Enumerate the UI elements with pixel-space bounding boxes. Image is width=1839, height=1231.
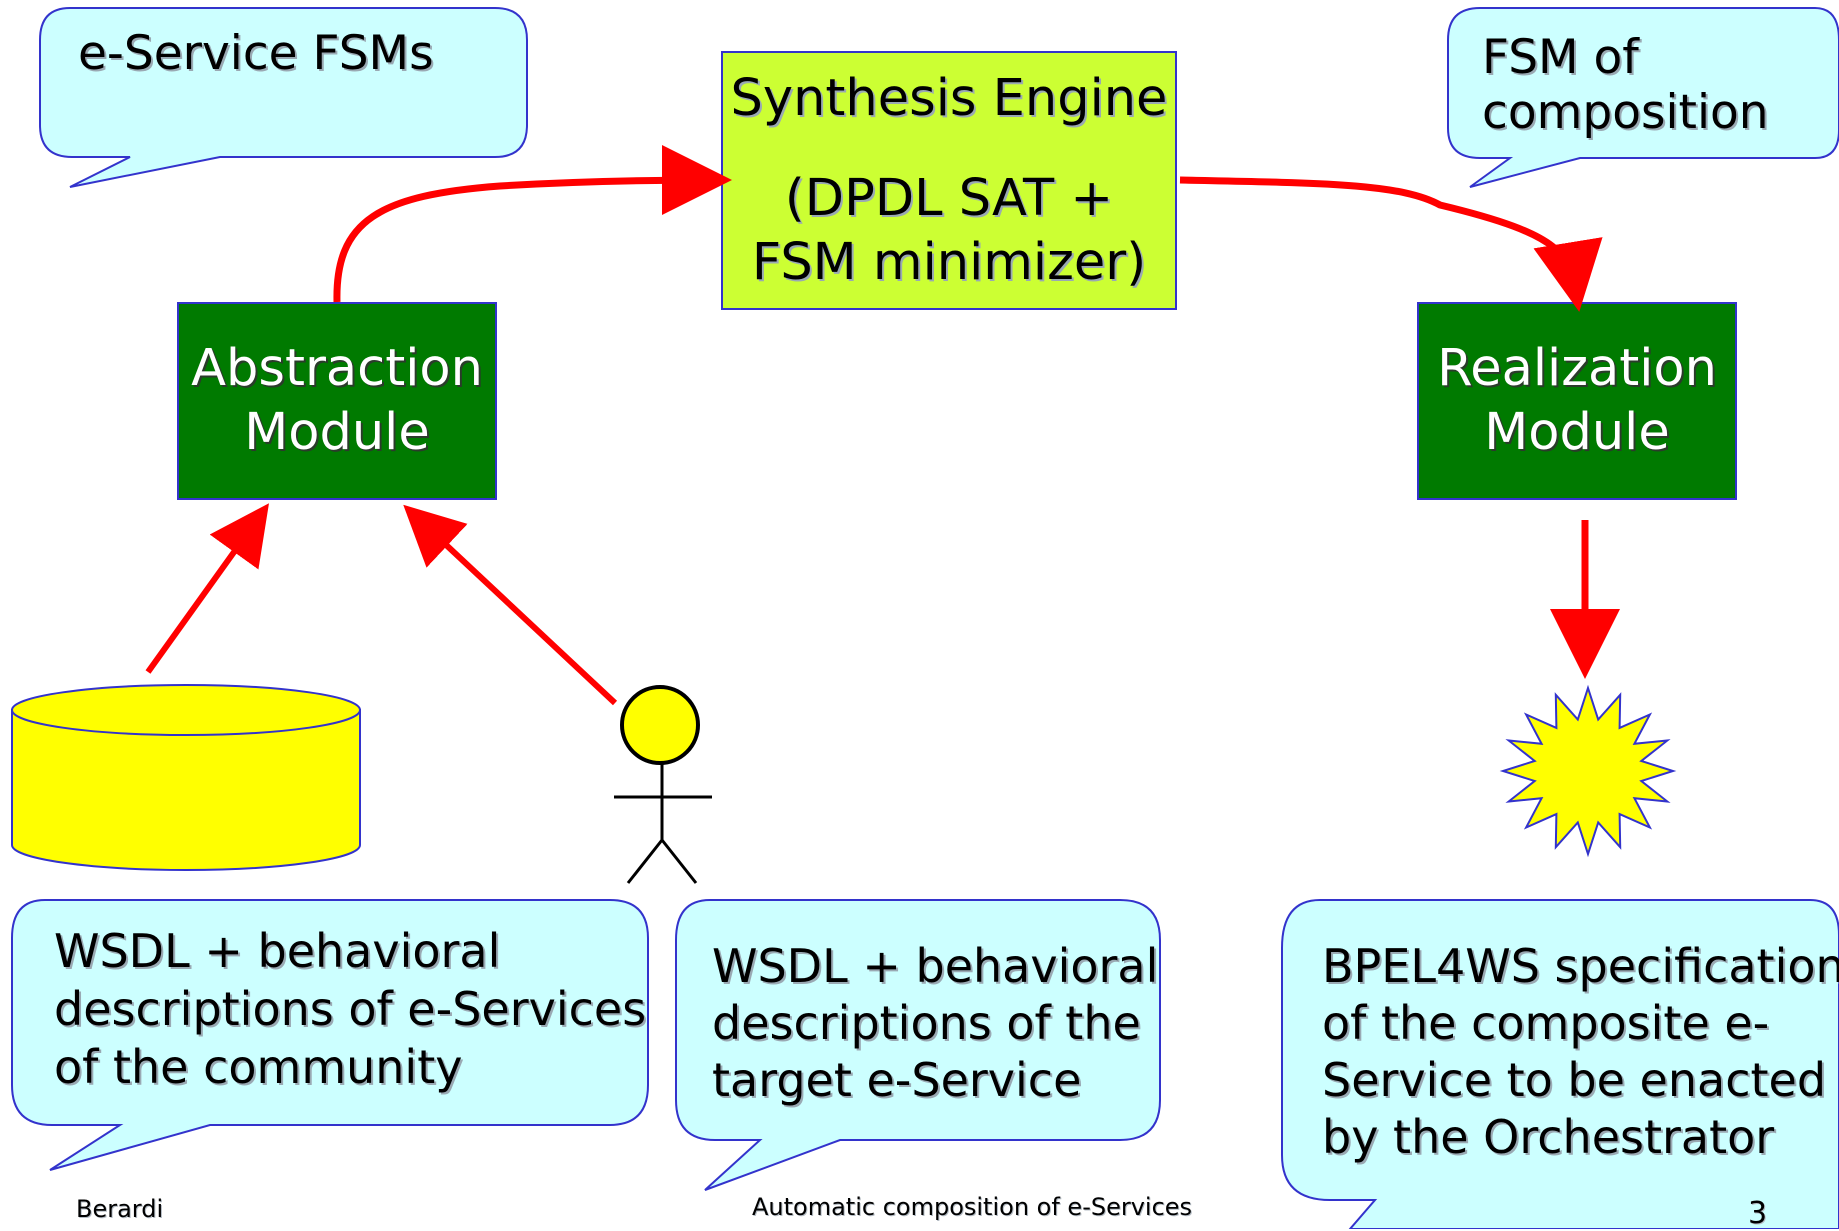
realization-module-box	[1417, 302, 1737, 500]
callout-line: Service to be enacted	[1322, 1053, 1827, 1107]
database-cylinder-icon	[11, 684, 361, 871]
synthesis-engine-title: Synthesis Engine	[730, 68, 1168, 128]
module-label-line: Abstraction	[191, 339, 483, 398]
callout-line: target e-Service	[712, 1053, 1082, 1107]
callout-bpel	[1281, 899, 1839, 1229]
arrow-actor-to-abstraction	[403, 504, 618, 706]
callout-line: WSDL + behavioral	[712, 939, 1159, 993]
callout-line: of the composite e-	[1322, 996, 1770, 1050]
callout-line: BPEL4WS specification	[1322, 939, 1839, 993]
callout-fsm-of-composition-text: FSM of composition	[1482, 30, 1769, 140]
starburst-icon	[1499, 684, 1677, 858]
callout-line: composition	[1482, 85, 1769, 140]
callout-line: of the community	[54, 1040, 463, 1094]
footer-page-number: 3	[1748, 1196, 1768, 1231]
abstraction-module-label: Abstraction Module	[178, 303, 496, 499]
module-label-line: Module	[244, 403, 430, 462]
footer-title: Automatic composition of e-Services	[752, 1193, 1193, 1221]
synthesis-engine-detail: (DPDL SAT +	[784, 168, 1114, 228]
module-label-line: Module	[1484, 403, 1670, 462]
synthesis-engine-box	[721, 51, 1177, 310]
synthesis-engine-detail: FSM minimizer)	[751, 232, 1147, 292]
callout-community	[11, 899, 649, 1171]
callout-line: WSDL + behavioral	[54, 924, 501, 978]
arrow-database-to-abstraction	[145, 503, 269, 674]
realization-module-label: Realization Module	[1418, 303, 1736, 499]
callout-target	[675, 899, 1161, 1191]
footer-author: Berardi	[76, 1195, 164, 1223]
arrow-engine-to-realization	[1179, 176, 1603, 312]
callout-fsm-of-composition	[1447, 7, 1839, 188]
synthesis-engine-label: Synthesis Engine (DPDL SAT + FSM minimiz…	[722, 52, 1176, 309]
callout-line: descriptions of the	[712, 996, 1141, 1050]
stick-figure-user-icon	[614, 685, 712, 884]
callout-line: descriptions of e-Services	[54, 982, 647, 1036]
callout-eservice-fsms	[39, 7, 528, 188]
callout-line: FSM of	[1482, 30, 1639, 85]
callout-target-text: WSDL + behavioral descriptions of the ta…	[712, 938, 1158, 1109]
callout-line: by the Orchestrator	[1322, 1110, 1775, 1164]
callout-community-text: WSDL + behavioral descriptions of e-Serv…	[54, 922, 646, 1096]
arrow-abstraction-to-engine	[333, 145, 732, 303]
callout-bpel-text: BPEL4WS specification of the composite e…	[1322, 938, 1839, 1166]
module-label-line: Realization	[1437, 339, 1717, 398]
abstraction-module-box	[177, 302, 497, 500]
callout-eservice-fsms-text: e-Service FSMs	[78, 26, 434, 81]
